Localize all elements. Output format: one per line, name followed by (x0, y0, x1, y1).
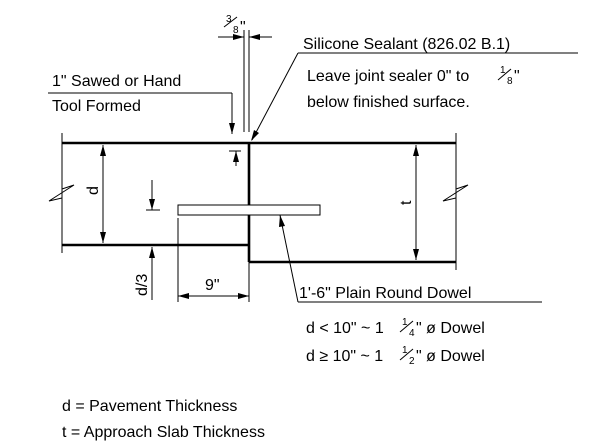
joint-width-unit: " (240, 19, 246, 36)
approach-slab-outline (247, 141, 456, 264)
sealant-title: Silicone Sealant (826.02 B.1) (303, 36, 510, 53)
sealant-fraction-num: 1 (500, 65, 506, 76)
dimension-t-label: t (398, 200, 415, 205)
sealant-line-3: below finished surface. (307, 94, 470, 111)
dimension-d-third (146, 180, 160, 300)
sawed-joint-line-2: Tool Formed (52, 98, 141, 115)
dowel-line-2-unit: " ø Dowel (416, 348, 485, 365)
dimension-d (100, 145, 106, 243)
dowel-line-2-fraction-den: 2 (409, 356, 415, 367)
sealant-fraction-den: 8 (507, 76, 513, 87)
joint-depth-marker (229, 150, 241, 166)
legend-d: d = Pavement Thickness (62, 398, 237, 415)
dowel-line-1-fraction-num: 1 (402, 317, 408, 328)
dimension-joint-width (218, 30, 272, 132)
sealant-leader (251, 52, 578, 141)
dowel-title: 1'-6" Plain Round Dowel (299, 285, 471, 302)
dowel-line-2-fraction-num: 1 (402, 345, 408, 356)
dowel-leader (279, 214, 542, 303)
joint-width-fraction-num: 3 (226, 14, 232, 25)
joint-width-label: 3 8 " (223, 14, 246, 36)
dimension-9-inch (177, 218, 250, 302)
joint-width-fraction-den: 8 (233, 25, 239, 36)
dimension-t (413, 145, 419, 260)
right-break-line (442, 133, 469, 270)
legend-t: t = Approach Slab Thickness (62, 424, 265, 441)
dowel-line-1-text: d < 10" ~ 1 (306, 320, 384, 337)
dimension-d-third-label: d/3 (134, 274, 151, 296)
dowel-line-1-unit: " ø Dowel (416, 320, 485, 337)
sawed-joint-leader (48, 92, 235, 134)
pavement-slab-outline (62, 141, 251, 247)
dowel-bar (177, 204, 321, 216)
dimension-d-label: d (85, 186, 102, 195)
sawed-joint-line-1: 1" Sawed or Hand (52, 73, 181, 90)
dowel-line-1: d < 10" ~ 1 1 4 " ø Dowel (306, 317, 485, 339)
left-break-line (48, 133, 75, 253)
dowel-line-2-text: d ≥ 10" ~ 1 (306, 348, 383, 365)
sealant-line-2-text: Leave joint sealer 0" to (307, 68, 469, 85)
dowel-line-1-fraction-den: 4 (409, 328, 415, 339)
sealant-line-2: Leave joint sealer 0" to 1 8 " (307, 65, 520, 87)
sealant-unit: " (514, 68, 520, 85)
dimension-9-inch-label: 9" (205, 277, 220, 294)
dowel-line-2: d ≥ 10" ~ 1 1 2 " ø Dowel (306, 345, 485, 367)
